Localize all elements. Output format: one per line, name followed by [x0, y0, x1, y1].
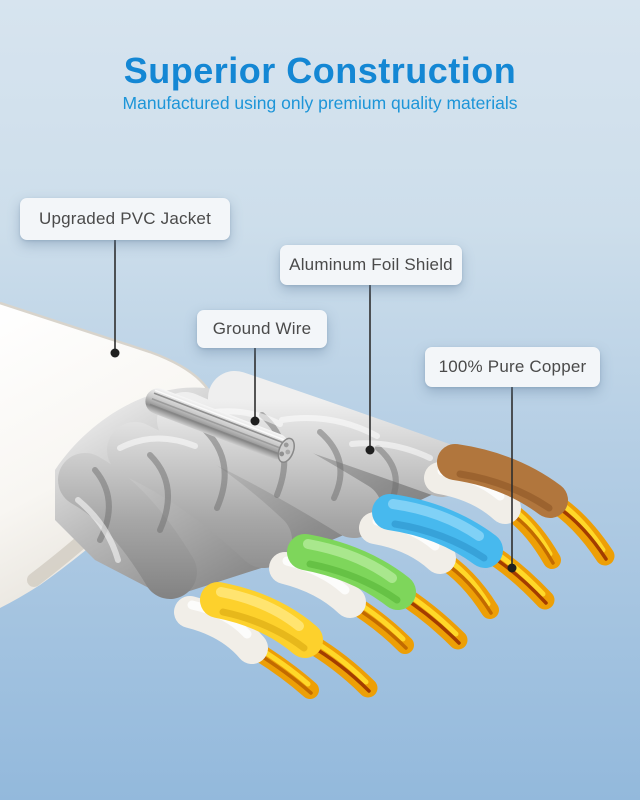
wire-yellow — [200, 582, 378, 698]
page-title: Superior Construction — [123, 50, 517, 91]
wire-green — [287, 534, 468, 650]
callout-foil-shield: Aluminum Foil Shield — [280, 245, 462, 285]
foil-shield-shape — [55, 371, 469, 599]
callout-foil-shield-label: Aluminum Foil Shield — [289, 255, 453, 274]
callout-pure-copper: 100% Pure Copper — [425, 347, 600, 387]
wire-pair-yellow — [174, 582, 378, 699]
leader-dot-foil — [365, 445, 375, 455]
callout-pvc-jacket-label: Upgraded PVC Jacket — [39, 209, 211, 228]
wire-white-4 — [424, 462, 561, 569]
wire-pair-blue — [359, 494, 555, 619]
callout-leaders — [114, 240, 513, 568]
leader-dot-pvc — [110, 348, 120, 358]
callout-dots — [110, 348, 517, 573]
callout-pvc-jacket: Upgraded PVC Jacket — [20, 198, 230, 240]
callout-pure-copper-label: 100% Pure Copper — [438, 357, 587, 376]
wire-brown — [437, 444, 615, 566]
callout-ground-wire: Ground Wire — [197, 310, 327, 348]
wire-pair-brown — [424, 444, 615, 569]
page-subtitle: Manufactured using only premium quality … — [122, 93, 518, 113]
callout-ground-wire-label: Ground Wire — [212, 319, 312, 338]
wire-pair-green — [269, 534, 468, 654]
wire-blue — [372, 494, 555, 610]
leader-dot-ground — [250, 416, 260, 426]
ground-wire-shape — [145, 388, 295, 464]
wire-white-2 — [269, 552, 414, 654]
leader-dot-copper — [507, 563, 517, 573]
